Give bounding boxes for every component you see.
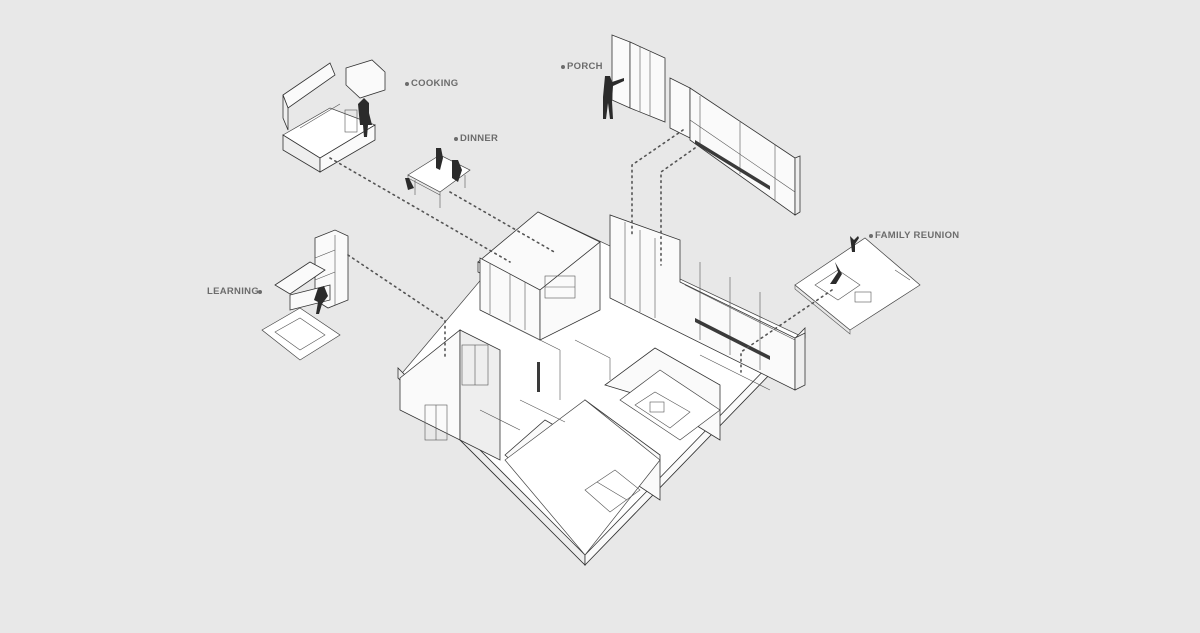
learning-label-dot bbox=[258, 290, 262, 294]
leader-cooking bbox=[329, 157, 511, 263]
family-reunion-living-module bbox=[794, 236, 921, 335]
leader-porch-left bbox=[631, 129, 684, 236]
learning-label: LEARNING bbox=[207, 286, 260, 297]
leader-family-reunion bbox=[740, 289, 833, 373]
porch-wall-module bbox=[603, 34, 801, 216]
leader-lines bbox=[329, 129, 833, 373]
main-apartment-model bbox=[397, 211, 806, 566]
dinner-table-module bbox=[405, 148, 471, 208]
family-reunion-label-dot bbox=[869, 234, 873, 238]
porch-label-dot bbox=[561, 65, 565, 69]
dinner-label-dot bbox=[454, 137, 458, 141]
learning-study-module bbox=[261, 229, 349, 361]
cooking-label: COOKING bbox=[411, 78, 459, 89]
family-reunion-label: FAMILY REUNION bbox=[875, 230, 960, 241]
cooking-kitchen-module bbox=[282, 59, 386, 173]
cooking-label-dot bbox=[405, 82, 409, 86]
leader-dinner bbox=[449, 191, 557, 254]
dinner-label: DINNER bbox=[460, 133, 499, 144]
porch-label: PORCH bbox=[567, 61, 603, 72]
leader-learning bbox=[347, 254, 446, 359]
